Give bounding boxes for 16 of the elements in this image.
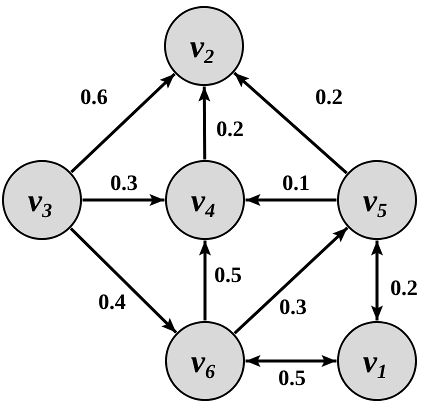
arrow <box>371 240 383 320</box>
arrow <box>199 240 211 320</box>
arrow <box>233 72 348 174</box>
node-label: v$_{5}$ <box>362 184 388 216</box>
arrow <box>70 72 176 174</box>
node-label: v$_{6}$ <box>190 345 216 377</box>
arrow <box>246 355 336 367</box>
node-label: v$_{4}$ <box>190 184 216 216</box>
arrow <box>234 226 348 334</box>
arrow <box>246 194 336 206</box>
node-label: v$_{1}$ <box>362 345 388 377</box>
node-label: v$_{3}$ <box>28 184 54 216</box>
arrow <box>82 194 164 206</box>
arrow <box>198 86 210 160</box>
arrow <box>70 227 178 334</box>
node-label: v$_{2}$ <box>190 30 216 62</box>
